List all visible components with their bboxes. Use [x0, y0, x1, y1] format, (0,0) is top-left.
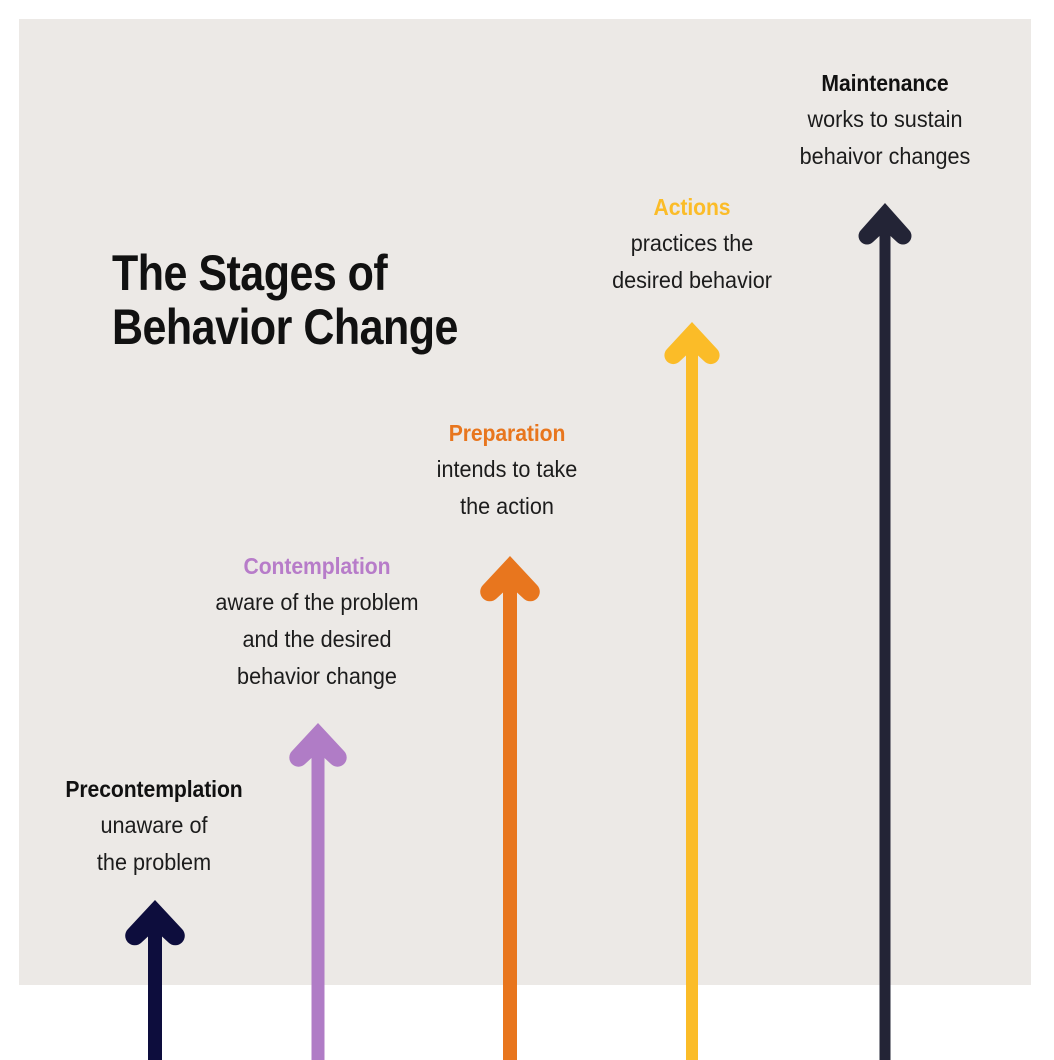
stage-heading-contemplation: Contemplation: [243, 553, 391, 579]
stage-heading-preparation: Preparation: [448, 420, 566, 446]
stage-block-contemplation: Contemplation aware of the problem and t…: [152, 552, 482, 696]
stage-block-preparation: Preparation intends to take the action: [342, 419, 672, 525]
stage-block-maintenance: Maintenance works to sustain behaivor ch…: [720, 69, 1050, 175]
stage-heading-actions: Actions: [653, 194, 731, 220]
stage-description-preparation: intends to take the action: [436, 455, 578, 519]
stage-description-maintenance: works to sustain behaivor changes: [799, 105, 971, 169]
stage-heading-maintenance: Maintenance: [821, 70, 949, 96]
stage-block-precontemplation: Precontemplation unaware of the problem: [0, 775, 319, 881]
stage-block-actions: Actions practices the desired behavior: [527, 193, 857, 299]
stage-description-precontemplation: unaware of the problem: [96, 811, 212, 875]
stage-heading-precontemplation: Precontemplation: [65, 776, 243, 802]
page-title: The Stages of Behavior Change: [112, 245, 458, 355]
stage-description-actions: practices the desired behavior: [612, 229, 772, 293]
stage-description-contemplation: aware of the problem and the desired beh…: [215, 588, 419, 690]
